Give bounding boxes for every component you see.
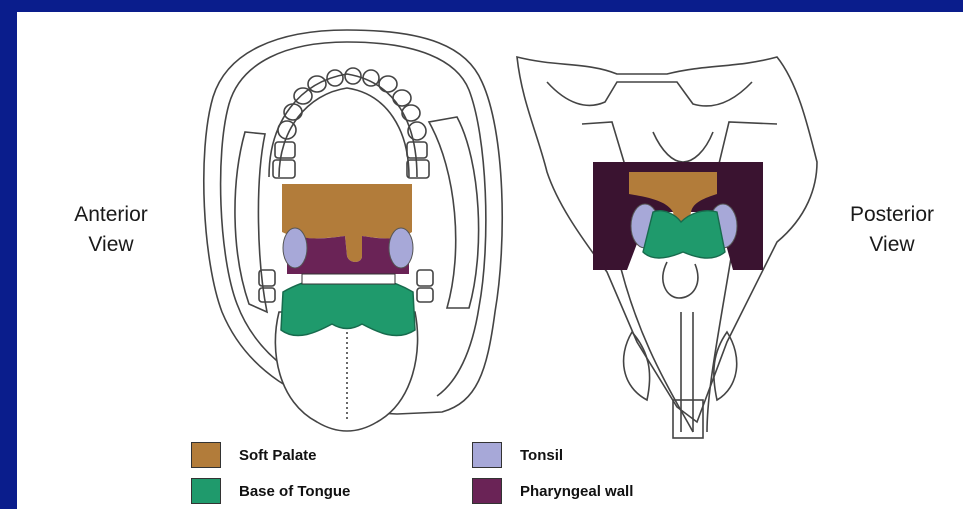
nasal-septum-outline xyxy=(653,132,713,162)
posterior-skull-base xyxy=(547,82,752,106)
legend-label-pharyngeal-wall: Pharyngeal wall xyxy=(520,483,633,500)
legend-swatch-soft-palate xyxy=(191,442,221,468)
legend-swatch-base-of-tongue xyxy=(191,478,221,504)
larynx-outline xyxy=(663,262,698,298)
legend-item-soft-palate: Soft Palate xyxy=(191,442,317,468)
legend-item-tonsil: Tonsil xyxy=(472,442,563,468)
slide-canvas: Anterior View Posterior View xyxy=(17,12,963,509)
posterior-pharynx-illustration xyxy=(17,12,963,509)
legend-item-base-of-tongue: Base of Tongue xyxy=(191,478,350,504)
legend-label-base-of-tongue: Base of Tongue xyxy=(239,483,350,500)
legend-item-pharyngeal-wall: Pharyngeal wall xyxy=(472,478,633,504)
legend-label-tonsil: Tonsil xyxy=(520,447,563,464)
legend-swatch-tonsil xyxy=(472,442,502,468)
legend-swatch-pharyngeal-wall xyxy=(472,478,502,504)
legend-label-soft-palate: Soft Palate xyxy=(239,447,317,464)
